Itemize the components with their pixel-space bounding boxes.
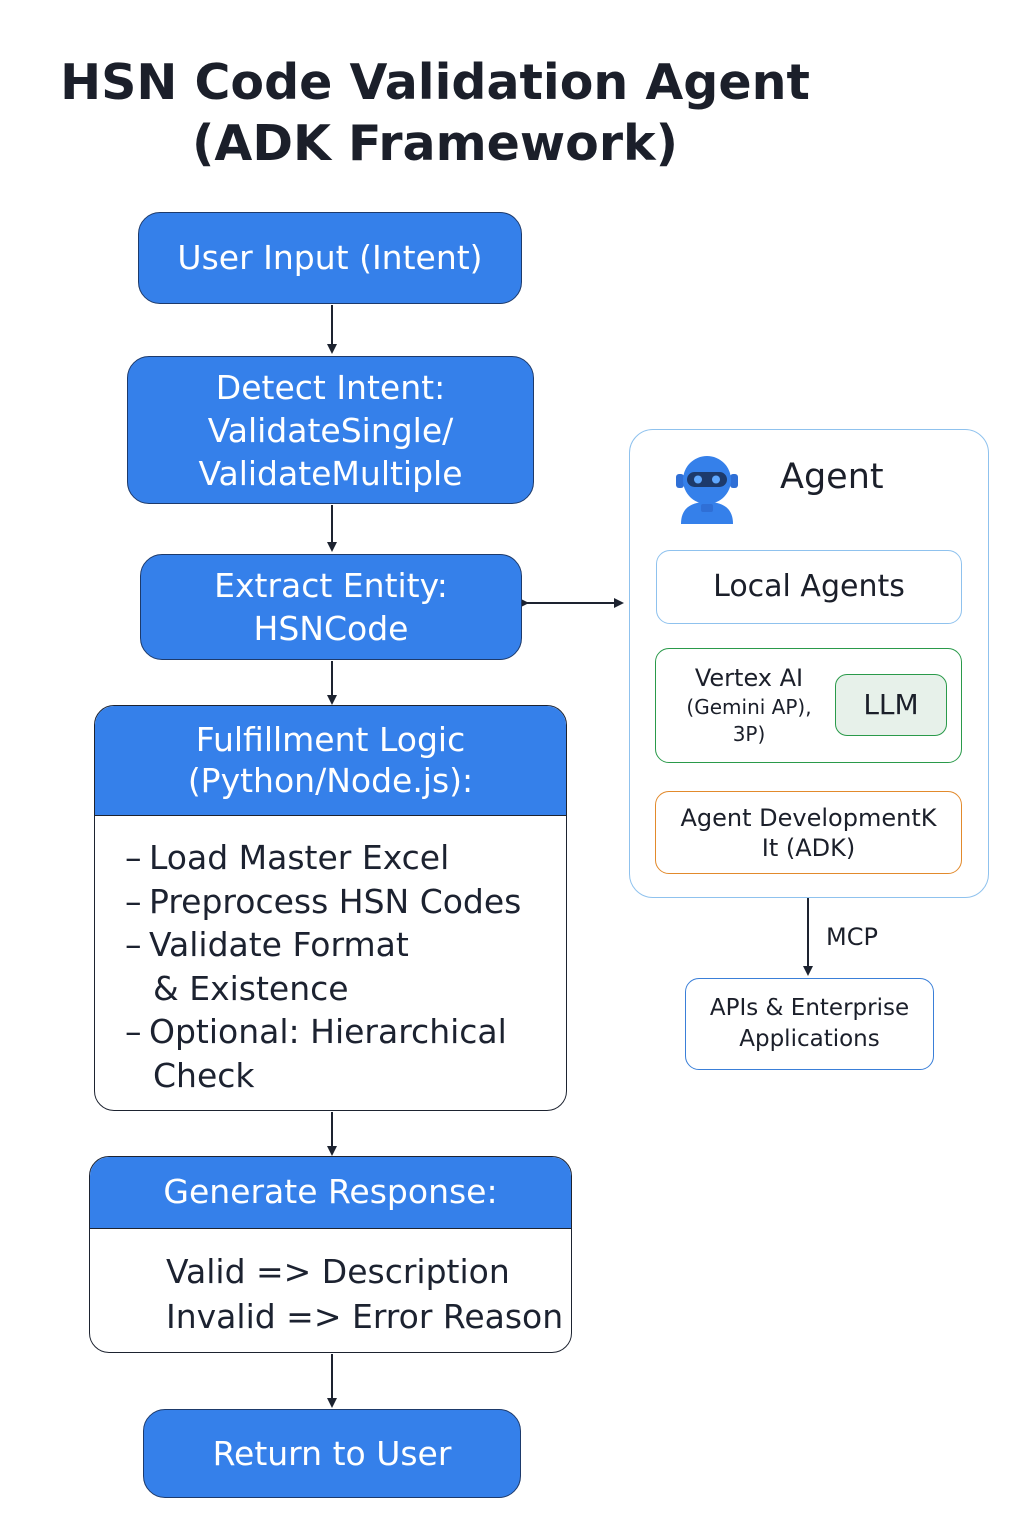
fulfillment-header-line-1: Fulfillment Logic [195,720,466,759]
return-to-user-label: Return to User [212,1433,452,1473]
detect-intent-line-2: ValidateSingle/ [207,410,454,450]
vertex-ai-line-2: (Gemini AP), [686,695,812,719]
fulfillment-header: Fulfillment Logic (Python/Node.js): [95,706,566,816]
adk-line-1: Agent DevelopmentK [680,803,937,832]
step-text: Validate Format [149,925,409,964]
bullet-dash: – [125,881,142,921]
title-line-1: HSN Code Validation Agent [60,54,810,111]
return-to-user-node: Return to User [143,1409,521,1498]
mcp-label: MCP [826,923,878,951]
bullet-dash: – [125,1012,142,1051]
vertex-ai-box: Vertex AI (Gemini AP), 3P) LLM [655,648,962,763]
local-agents-label: Local Agents [713,569,905,604]
title-line-2: (ADK Framework) [192,115,678,172]
generate-response-node: Generate Response: Valid => Description … [89,1156,572,1353]
fulfillment-steps-list: – Load Master Excel – Preprocess HSN Cod… [95,816,566,1097]
step-text: Preprocess HSN Codes [149,881,522,921]
fulfillment-step: – Preprocess HSN Codes [125,880,566,924]
diagram-title: HSN Code Validation Agent (ADK Framework… [0,52,870,174]
local-agents-box: Local Agents [656,550,962,624]
detect-intent-line-3: ValidateMultiple [198,453,463,493]
vertex-ai-line-1: Vertex AI [694,664,804,692]
step-text-continued: & Existence [153,968,349,1008]
llm-label: LLM [863,688,919,721]
step-text: Load Master Excel [149,838,450,877]
adk-line-2: It (ADK) [761,833,856,862]
apis-enterprise-box: APIs & Enterprise Applications [685,978,934,1070]
vertex-ai-line-3: 3P) [732,722,766,746]
adk-box: Agent DevelopmentK It (ADK) [655,791,962,874]
detect-intent-node: Detect Intent: ValidateSingle/ ValidateM… [127,356,534,504]
fulfillment-header-line-2: (Python/Node.js): [187,761,474,800]
fulfillment-step: – Validate Format & Existence [125,923,566,1010]
extract-entity-node: Extract Entity: HSNCode [140,554,522,660]
fulfillment-logic-node: Fulfillment Logic (Python/Node.js): – Lo… [94,705,567,1111]
response-invalid-line: Invalid => Error Reason [166,1297,564,1336]
bullet-dash: – [125,838,142,877]
apis-line-2: Applications [739,1026,880,1052]
agent-title: Agent [780,457,884,497]
vertex-ai-text: Vertex AI (Gemini AP), 3P) [674,663,824,747]
fulfillment-step: – Load Master Excel [125,836,566,880]
user-input-node: User Input (Intent) [138,212,522,304]
extract-entity-line-1: Extract Entity: [214,566,448,605]
step-text-continued: Check [153,1055,255,1095]
llm-chip: LLM [835,674,947,736]
user-input-label: User Input (Intent) [177,238,483,277]
generate-response-body: Valid => Description Invalid => Error Re… [90,1229,571,1339]
detect-intent-line-1: Detect Intent: [215,367,446,407]
bullet-dash: – [125,925,142,964]
generate-response-title: Generate Response: [163,1172,498,1211]
step-text: Optional: Hierarchical [149,1012,507,1051]
extract-entity-line-2: HSNCode [253,609,409,648]
fulfillment-step: – Optional: Hierarchical Check [125,1010,566,1097]
response-valid-line: Valid => Description [166,1252,510,1291]
robot-icon [676,456,738,524]
generate-response-header: Generate Response: [90,1157,571,1229]
apis-line-1: APIs & Enterprise [709,995,910,1021]
